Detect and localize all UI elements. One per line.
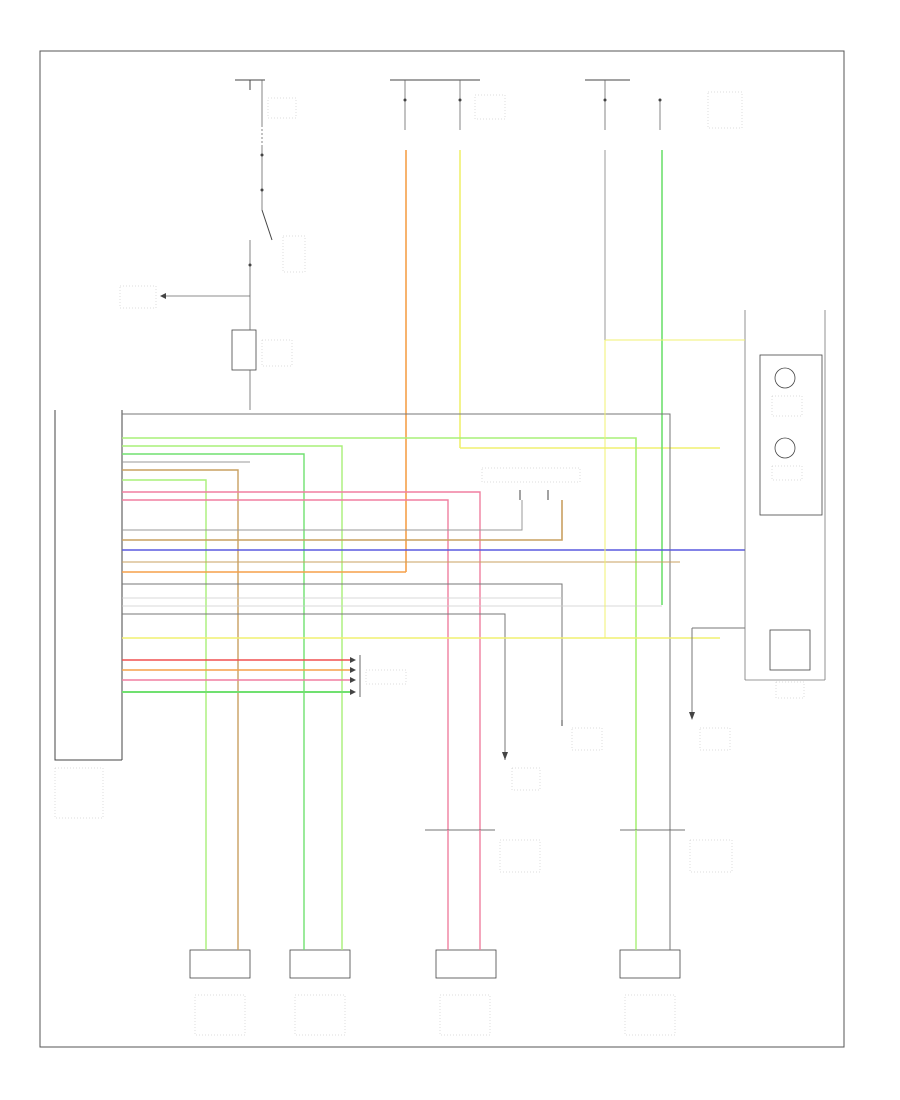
text-block xyxy=(54,767,104,819)
sensor-left-rear xyxy=(425,829,541,1036)
text-block xyxy=(194,994,246,1036)
lamp-bulb xyxy=(774,367,796,389)
text-block xyxy=(267,97,297,119)
text-block xyxy=(282,235,306,273)
sensor-right-rear xyxy=(619,829,733,1036)
text-block xyxy=(771,465,803,481)
text-block xyxy=(261,339,293,367)
text-block xyxy=(511,767,541,791)
text-block xyxy=(474,94,506,120)
lamp-bulb xyxy=(774,437,796,459)
text-block xyxy=(707,91,743,129)
connector-arrow xyxy=(350,655,407,697)
text-block xyxy=(294,994,346,1036)
text-block xyxy=(775,681,805,699)
text-block xyxy=(481,467,581,483)
data-link-connector xyxy=(481,467,581,500)
text-block xyxy=(624,994,676,1036)
text-block xyxy=(771,395,803,417)
fuse-block-right xyxy=(585,79,743,130)
sensor-left-front xyxy=(189,900,251,1036)
text-block xyxy=(571,727,603,751)
text-block xyxy=(439,994,491,1036)
text-block xyxy=(499,839,541,873)
ground-symbol xyxy=(502,712,731,791)
text-block xyxy=(689,839,733,873)
gauge-assembly xyxy=(604,310,826,712)
sensor-right-front xyxy=(289,900,351,1036)
text-block xyxy=(365,669,407,685)
control-module xyxy=(54,410,123,819)
module-wires xyxy=(122,413,745,900)
diagram-frame xyxy=(39,50,845,1048)
text-block xyxy=(699,727,731,751)
text-block xyxy=(119,285,157,309)
fuse-block-left xyxy=(119,79,306,410)
fuse-block-center xyxy=(390,79,506,130)
